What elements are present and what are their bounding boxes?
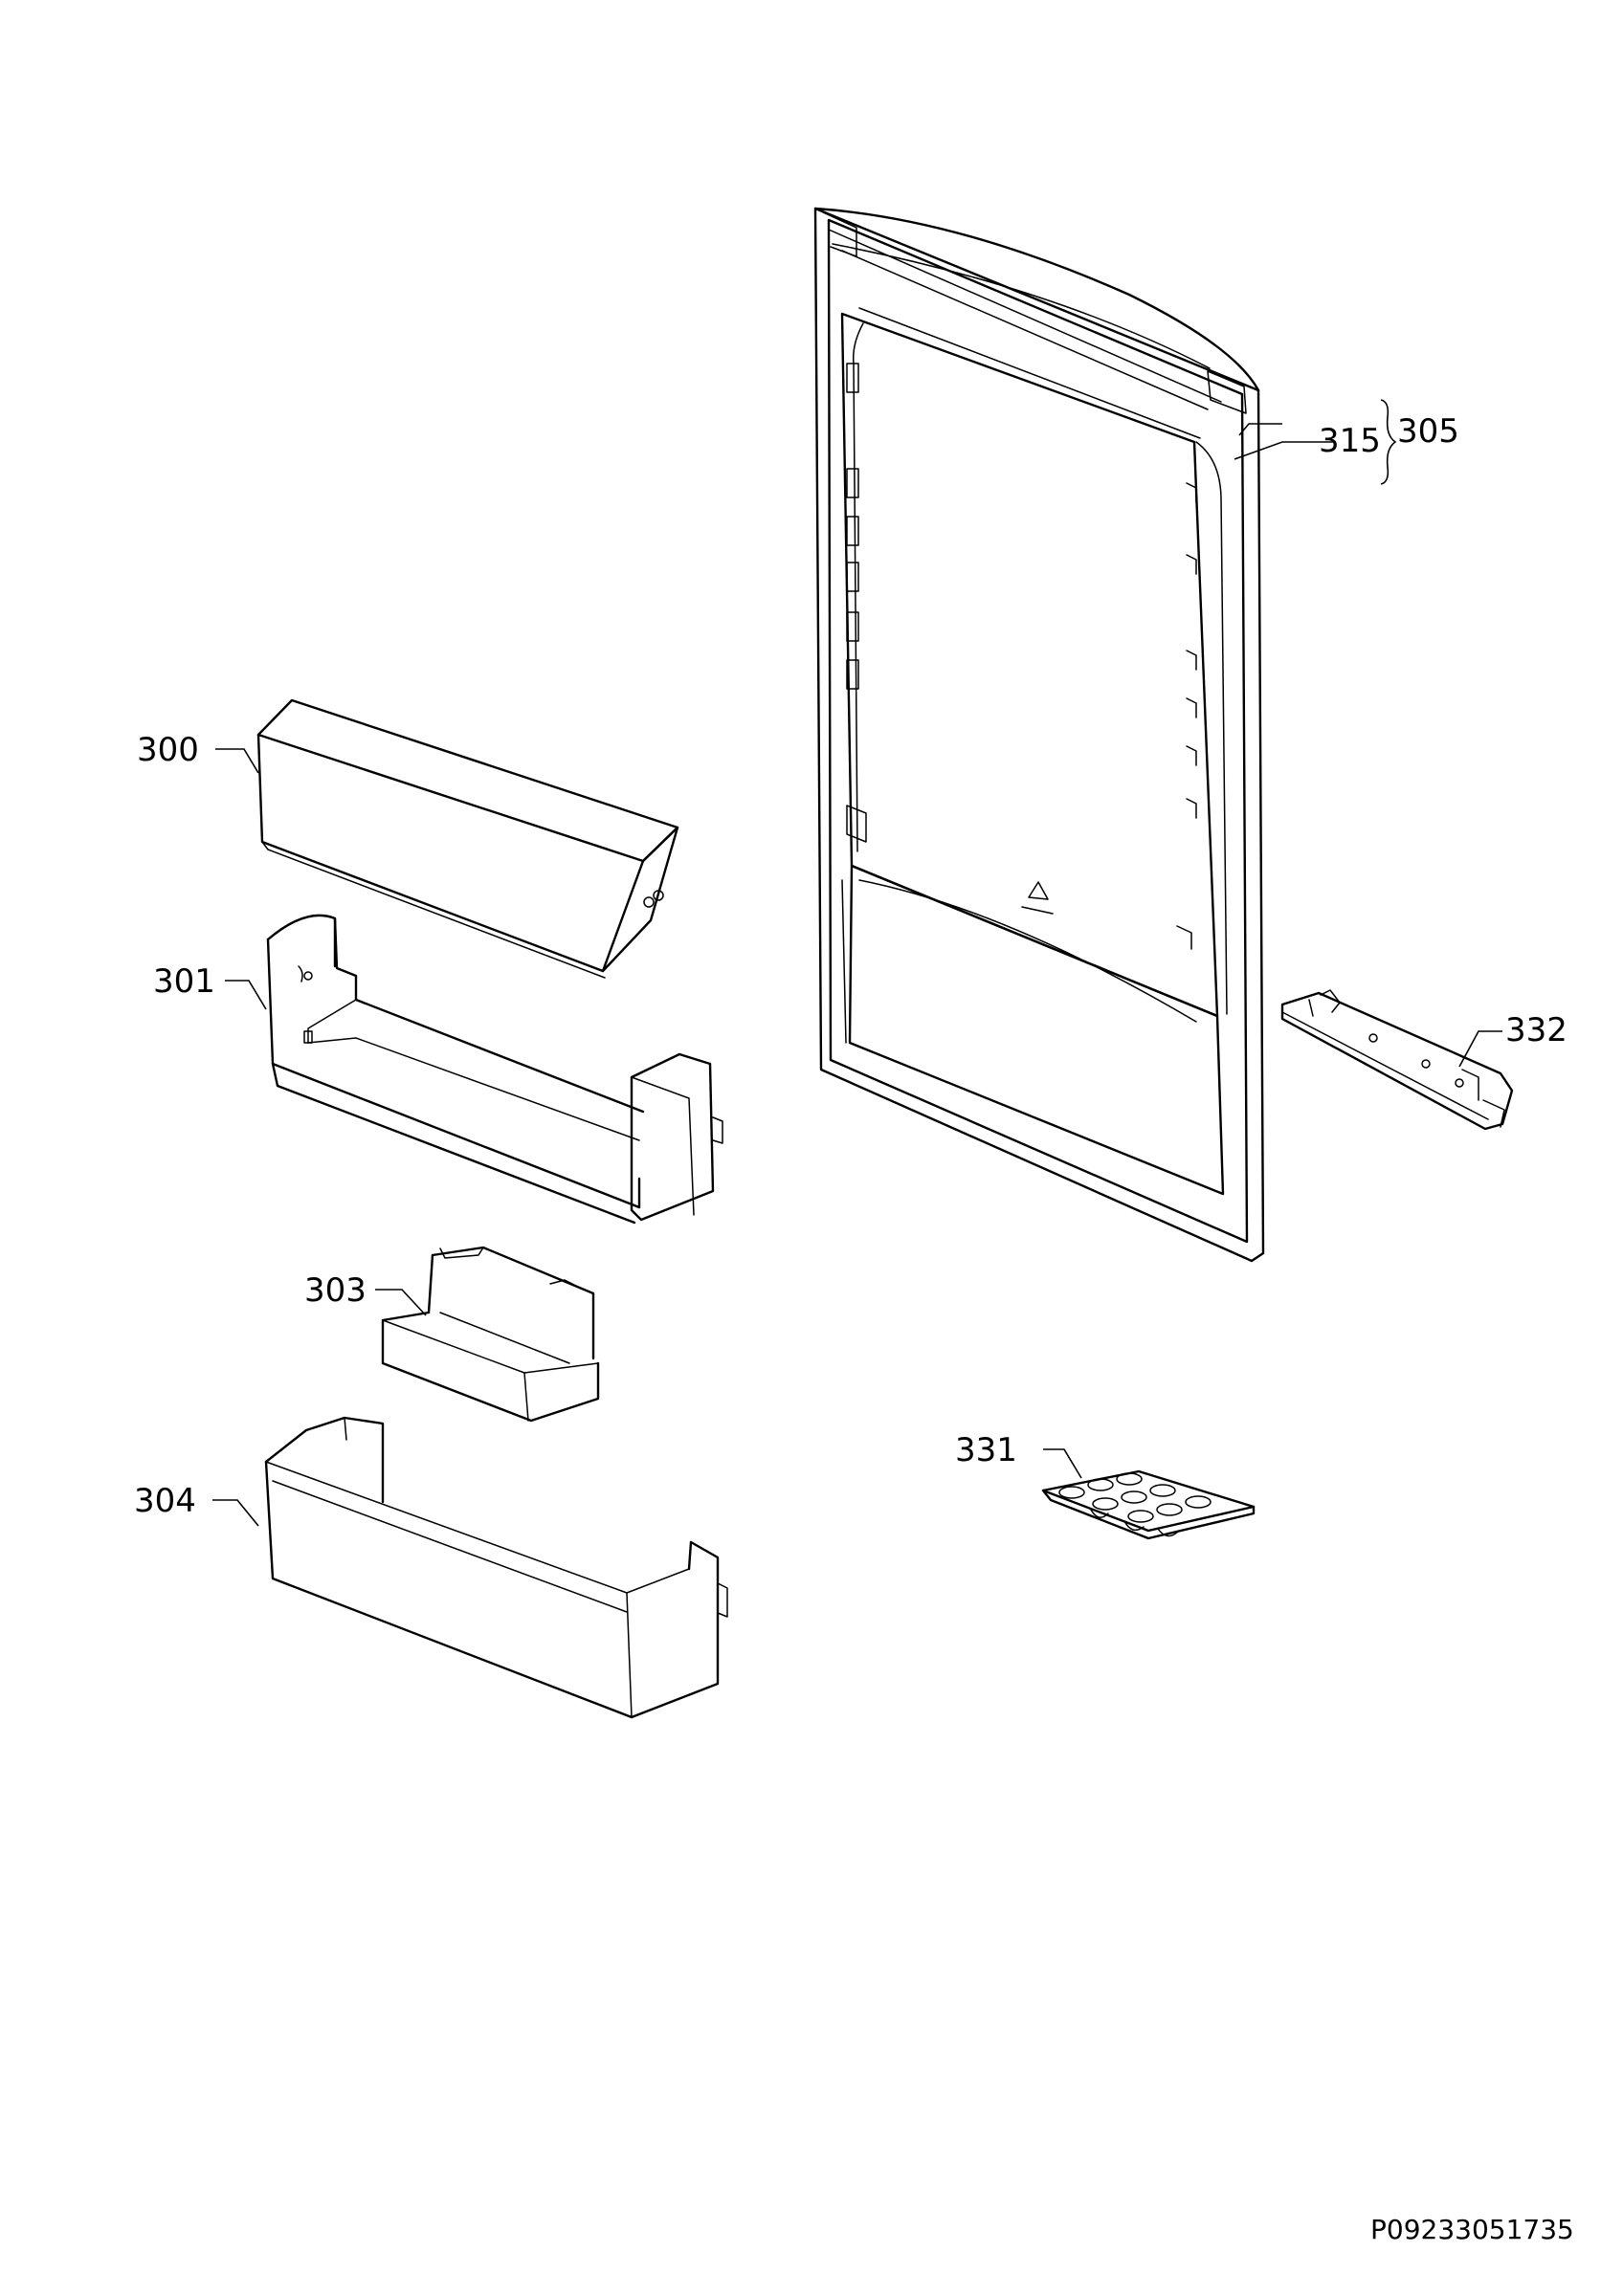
part-331-egg-tray bbox=[1041, 1469, 1256, 1540]
label-305: 305 bbox=[1397, 412, 1459, 451]
label-300: 300 bbox=[137, 731, 199, 769]
label-331: 331 bbox=[955, 1431, 1017, 1469]
part-304-door-bin bbox=[264, 1416, 728, 1719]
part-301-door-shelf bbox=[266, 914, 723, 1225]
leader-lines bbox=[212, 399, 1502, 1527]
part-303-small-insert bbox=[381, 1246, 600, 1423]
label-301: 301 bbox=[153, 962, 215, 1001]
drawing-code: P09233051735 bbox=[1370, 2214, 1574, 2245]
label-304: 304 bbox=[134, 1482, 196, 1520]
label-332: 332 bbox=[1505, 1011, 1567, 1049]
label-303: 303 bbox=[304, 1271, 367, 1310]
door-assembly-part bbox=[813, 207, 1265, 1263]
part-332-hinge bbox=[1280, 989, 1514, 1131]
part-300-shelf-cover bbox=[256, 698, 679, 979]
label-315: 315 bbox=[1319, 422, 1381, 460]
